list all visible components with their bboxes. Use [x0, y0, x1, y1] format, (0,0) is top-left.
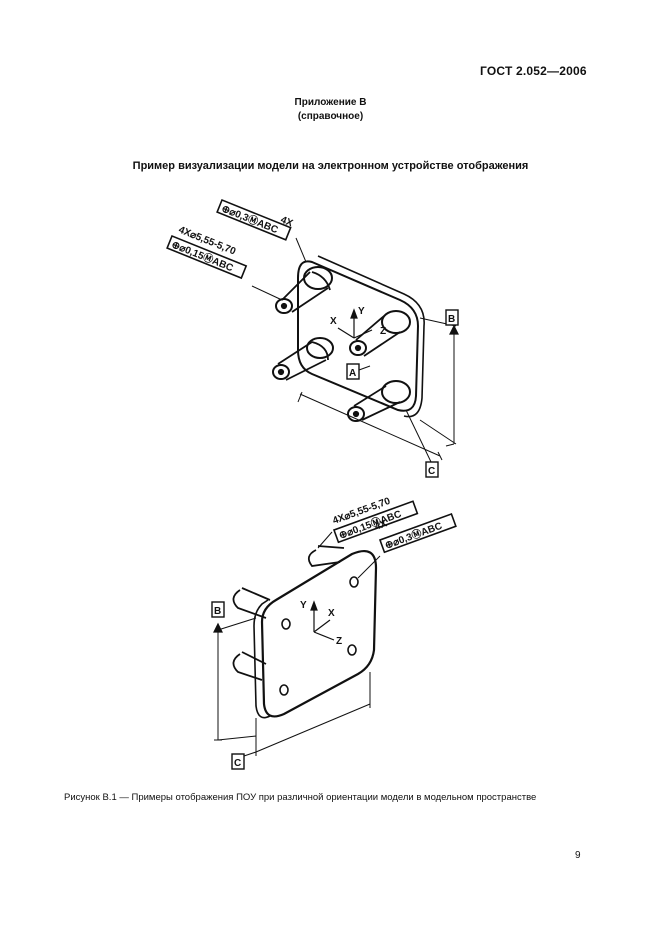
bottom-hole-2	[281, 618, 291, 630]
bottom-count-label: 4X	[373, 518, 389, 533]
top-axis-z: Z	[380, 326, 386, 337]
top-pin-3	[355, 315, 401, 357]
top-frame-position: ⊕⌀0,3ⓂABC	[216, 198, 292, 241]
top-pin-4	[353, 385, 401, 421]
bottom-leader-1	[317, 531, 333, 549]
top-leader-2	[251, 285, 283, 301]
annex-block: Приложение В (справочное)	[0, 96, 661, 124]
top-model	[272, 255, 459, 465]
top-pin-tip-4	[347, 406, 365, 422]
svg-text:C: C	[428, 466, 435, 477]
bottom-datum-c: C	[231, 753, 245, 770]
top-datum-c: C	[425, 461, 439, 478]
bottom-pin-3	[232, 651, 267, 681]
bottom-pin-1	[307, 545, 345, 567]
top-boss-ring-4	[381, 380, 411, 404]
svg-text:C: C	[234, 758, 241, 769]
section-heading: Пример визуализации модели на электронно…	[132, 160, 529, 172]
annex-title: Приложение В	[294, 97, 367, 108]
top-dimension-lines	[297, 317, 457, 465]
bottom-leader-2	[357, 555, 381, 579]
figure-caption: Рисунок В.1 — Примеры отображения ПОУ пр…	[64, 792, 537, 803]
top-count-label: 4X	[279, 215, 295, 230]
top-boss-ring-2	[381, 310, 411, 334]
svg-text:B: B	[214, 606, 221, 617]
top-plate-edge	[317, 255, 425, 418]
page-number: 9	[575, 850, 581, 861]
svg-text:A: A	[349, 368, 356, 379]
bottom-pin-2	[232, 587, 271, 619]
top-datum-b: B	[445, 309, 459, 326]
top-pin-2	[277, 341, 329, 381]
annex-note: (справочное)	[297, 111, 364, 122]
svg-text:B: B	[448, 314, 455, 325]
standard-code: ГОСТ 2.052—2006	[480, 64, 587, 78]
top-pin-tip-2	[272, 364, 290, 380]
bottom-hole-4	[279, 684, 289, 696]
bottom-datum-b: B	[211, 601, 225, 618]
top-datum-a: A	[346, 363, 371, 380]
top-leader-1	[295, 237, 307, 263]
bottom-hole-3	[347, 644, 357, 656]
bottom-dimension-lines	[214, 617, 371, 757]
top-pin-tip-3	[349, 340, 367, 356]
top-pin-1	[281, 271, 331, 313]
bottom-hole-1	[349, 576, 359, 588]
bottom-plate-edge	[253, 599, 271, 719]
bottom-axis-z: Z	[336, 636, 342, 647]
top-plate-front	[297, 260, 420, 412]
top-boss-ring-3	[306, 337, 334, 359]
bottom-model	[213, 545, 378, 757]
bottom-plate-front	[260, 550, 378, 718]
top-axis-x: X	[330, 316, 337, 327]
top-pin-tip-1	[275, 298, 293, 314]
bottom-axis-x: X	[328, 608, 335, 619]
top-frame-pos-text: ⊕⌀0,3ⓂABC	[220, 202, 280, 237]
top-axis-y: Y	[358, 306, 365, 317]
bottom-axis-y: Y	[300, 600, 307, 611]
